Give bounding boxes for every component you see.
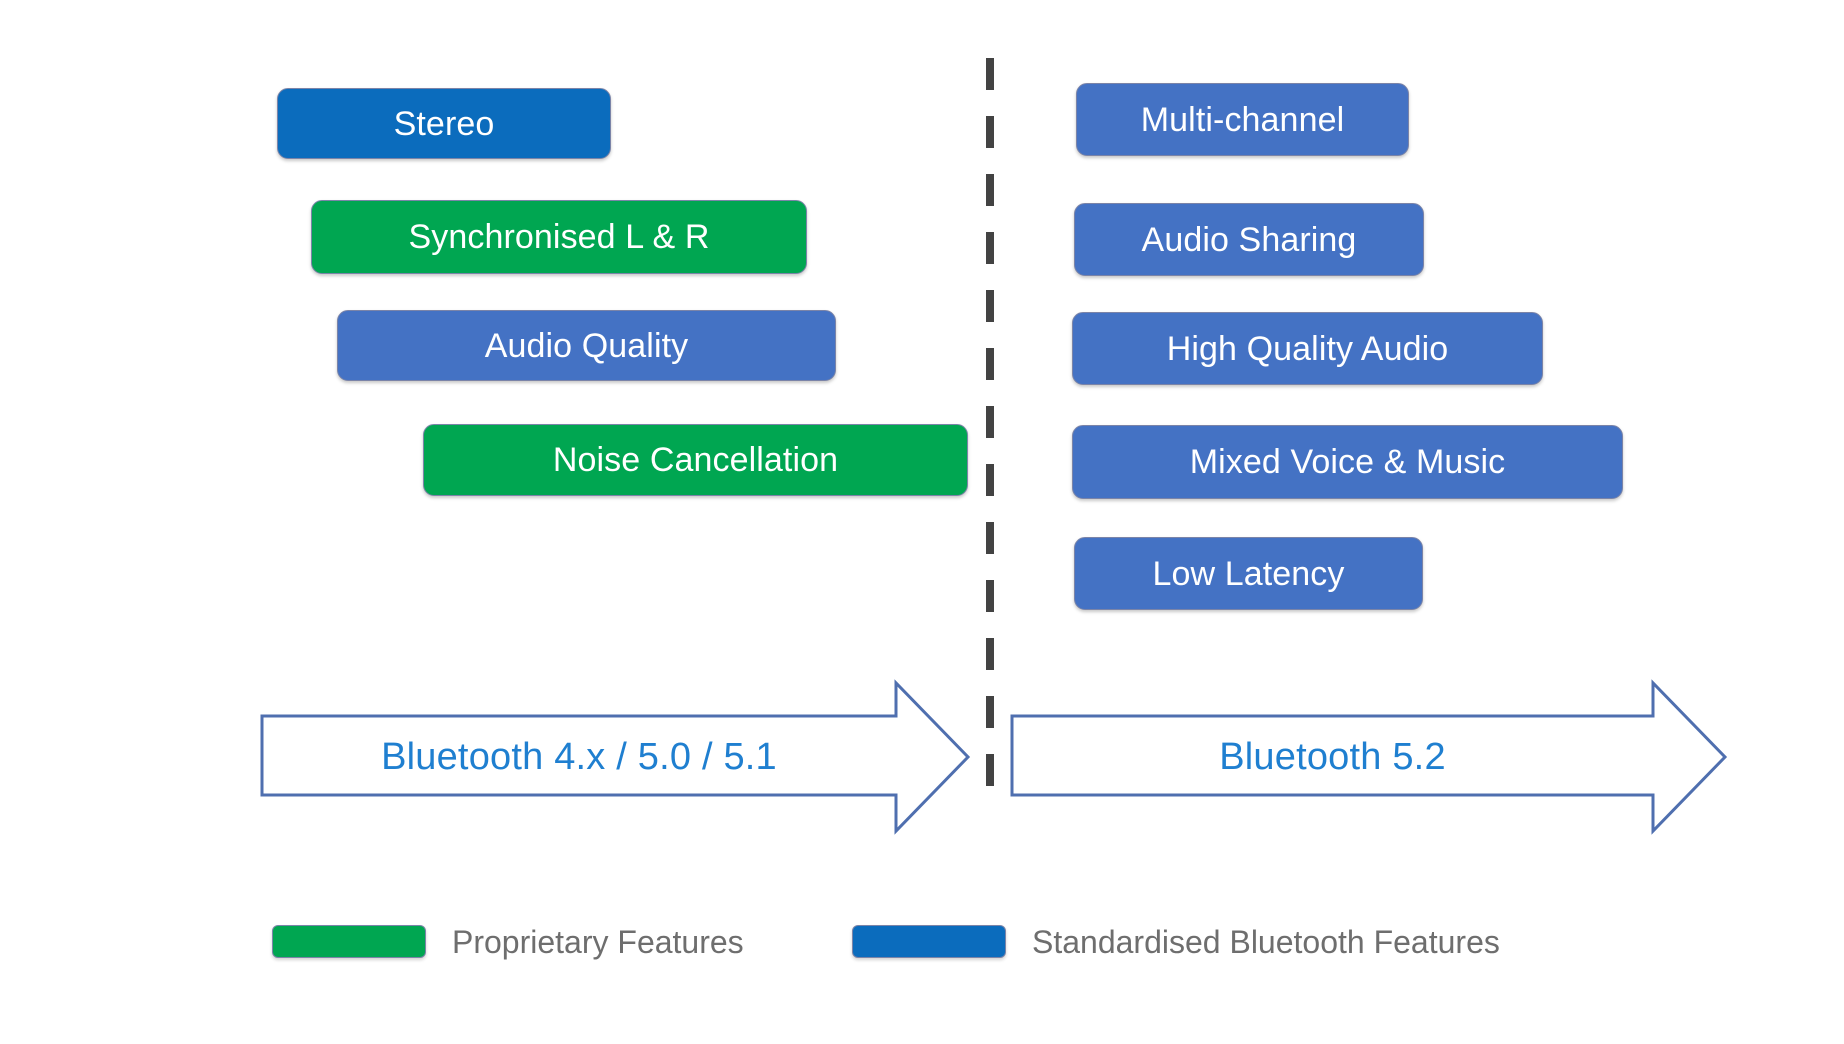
legend-item-0: Proprietary Features — [272, 925, 744, 958]
arrow-label: Bluetooth 4.x / 5.0 / 5.1 — [381, 735, 777, 778]
feature-pill-label: Synchronised L & R — [408, 218, 710, 256]
legend-label: Proprietary Features — [452, 923, 744, 960]
vertical-dashed-divider — [986, 58, 994, 808]
legend-swatch-blue — [852, 925, 1006, 958]
feature-pill-label: Noise Cancellation — [552, 441, 839, 479]
feature-pill-left-1: Synchronised L & R — [311, 200, 807, 274]
feature-pill-label: Stereo — [393, 104, 495, 143]
arrow-shape — [1010, 679, 1728, 835]
feature-pill-label: High Quality Audio — [1166, 329, 1449, 368]
feature-pill-label: Low Latency — [1152, 554, 1345, 593]
feature-pill-right-2: High Quality Audio — [1072, 312, 1543, 385]
legend-swatch-green — [272, 925, 426, 958]
arrow-shape — [260, 679, 971, 835]
version-arrow-1: Bluetooth 5.2 — [1010, 679, 1728, 835]
feature-pill-label: Multi-channel — [1140, 100, 1345, 139]
legend-item-1: Standardised Bluetooth Features — [852, 925, 1500, 958]
legend: Proprietary Features Standardised Bluetoo… — [0, 925, 1844, 985]
feature-pill-right-4: Low Latency — [1074, 537, 1423, 610]
feature-pill-label: Mixed Voice & Music — [1189, 443, 1506, 481]
feature-pill-right-3: Mixed Voice & Music — [1072, 425, 1623, 499]
feature-pill-left-0: Stereo — [277, 88, 611, 159]
feature-pill-right-0: Multi-channel — [1076, 83, 1409, 156]
feature-pill-right-1: Audio Sharing — [1074, 203, 1424, 276]
legend-label: Standardised Bluetooth Features — [1032, 923, 1500, 960]
version-arrow-0: Bluetooth 4.x / 5.0 / 5.1 — [260, 679, 971, 835]
feature-pill-label: Audio Sharing — [1141, 220, 1357, 259]
feature-pill-label: Audio Quality — [484, 326, 689, 365]
arrow-label: Bluetooth 5.2 — [1219, 735, 1446, 778]
feature-pill-left-2: Audio Quality — [337, 310, 836, 381]
feature-pill-left-3: Noise Cancellation — [423, 424, 968, 496]
